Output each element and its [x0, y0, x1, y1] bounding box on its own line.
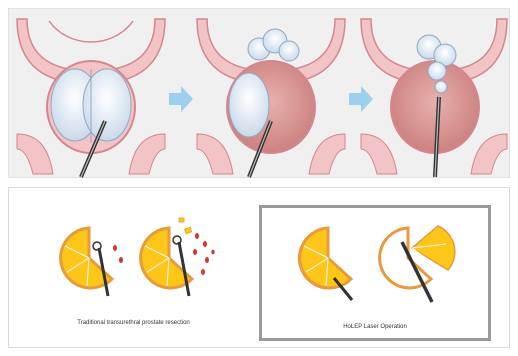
arrow-right-icon [349, 86, 373, 112]
blood-drops [113, 245, 123, 263]
procedure-steps-panel [8, 8, 510, 178]
pelvic-tissue-left [361, 134, 397, 174]
caption-holep: HoLEP Laser Operation [262, 324, 488, 330]
bladder-fold [49, 21, 133, 42]
adenoma-lobe-remaining [229, 73, 269, 137]
comparison-panel: Traditional transurethral prostate resec… [8, 187, 510, 348]
orange-rind-shell [380, 228, 431, 288]
holep-illustration [262, 208, 488, 318]
step-2-enucleation [197, 19, 345, 177]
arrow-right-icon [169, 86, 193, 112]
orange-traditional-1 [61, 228, 123, 296]
resected-chips [179, 218, 192, 234]
orange-traditional-2 [141, 218, 215, 296]
adenoma-lobe-right [83, 69, 131, 141]
pelvic-tissue-right [129, 134, 165, 174]
pelvic-tissue-right [471, 134, 507, 174]
pelvic-tissue-right [309, 134, 345, 174]
traditional-resection-illustration [9, 188, 259, 318]
caption-traditional: Traditional transurethral prostate resec… [31, 320, 236, 326]
orange-holep-2 [380, 226, 455, 302]
enucleated-tissue [248, 29, 299, 61]
step-1-enlarged-prostate [17, 19, 165, 177]
pelvic-tissue-left [197, 134, 233, 174]
step-3-morcellation [361, 19, 507, 177]
orange-holep-1 [299, 228, 352, 300]
blood-drops [193, 233, 215, 275]
holep-highlight-box: HoLEP Laser Operation [259, 205, 491, 341]
pelvic-tissue-left [17, 134, 53, 174]
procedure-steps-illustration [9, 9, 511, 179]
